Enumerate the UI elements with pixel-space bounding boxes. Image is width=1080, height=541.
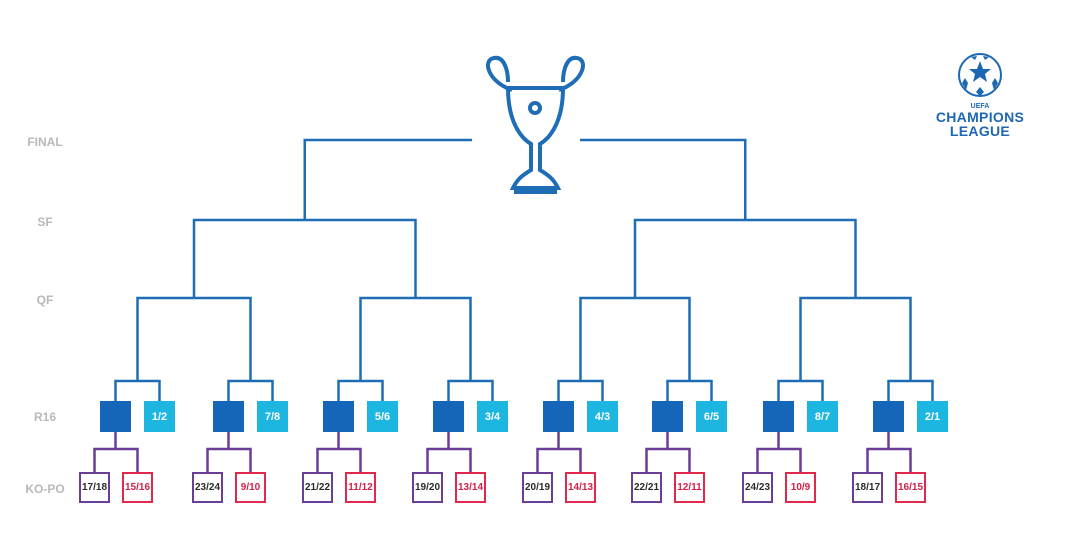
kopo-slot-seeded-2: 9/10: [235, 472, 266, 503]
qf-connector: [799, 296, 912, 381]
kopo-slot-unseeded-2: 23/24: [192, 472, 223, 503]
qf-connector: [359, 296, 472, 381]
kopo-connector: [426, 447, 472, 472]
qf-connector: [136, 296, 252, 381]
r16-slot-2: [213, 401, 244, 432]
kopo-slot-unseeded-5: 20/19: [522, 472, 553, 503]
r16-connector: [337, 379, 384, 401]
kopo-connector: [756, 447, 802, 472]
kopo-connector: [866, 447, 912, 472]
r16-seed-5: 4/3: [587, 401, 618, 432]
r16-seed-4: 3/4: [477, 401, 508, 432]
logo-line2: LEAGUE: [949, 123, 1011, 139]
kopo-slot-unseeded-8: 18/17: [852, 472, 883, 503]
r16-connector: [227, 379, 274, 401]
kopo-slot-unseeded-1: 17/18: [79, 472, 110, 503]
kopo-connector: [536, 447, 582, 472]
r16-slot-3: [323, 401, 354, 432]
kopo-slot-seeded-4: 13/14: [455, 472, 486, 503]
round-label-sf: SF: [37, 215, 53, 229]
r16-connector: [557, 379, 604, 401]
r16-slot-1: [100, 401, 131, 432]
sf-connector: [633, 218, 857, 298]
round-label-final: FINAL: [27, 135, 63, 149]
r16-connector: [777, 379, 824, 401]
kopo-connector: [93, 447, 139, 472]
kopo-slot-seeded-8: 16/15: [895, 472, 926, 503]
kopo-slot-seeded-7: 10/9: [785, 472, 816, 503]
r16-seed-6: 6/5: [696, 401, 727, 432]
champions-league-logo: UEFA CHAMPIONS LEAGUE: [920, 52, 1040, 138]
r16-seed-2: 7/8: [257, 401, 288, 432]
kopo-slot-seeded-5: 14/13: [565, 472, 596, 503]
logo-line1: CHAMPIONS: [935, 109, 1025, 125]
logo-uefa: UEFA: [970, 103, 990, 110]
r16-connector: [447, 379, 494, 401]
kopo-slot-unseeded-3: 21/22: [302, 472, 333, 503]
r16-slot-6: [652, 401, 683, 432]
trophy-icon: [486, 55, 585, 194]
r16-slot-8: [873, 401, 904, 432]
r16-seed-8: 2/1: [917, 401, 948, 432]
final-connector-right: [580, 138, 747, 220]
kopo-slot-unseeded-7: 24/23: [742, 472, 773, 503]
r16-seed-1: 1/2: [144, 401, 175, 432]
kopo-connector: [316, 447, 362, 472]
r16-slot-4: [433, 401, 464, 432]
starball-icon: [958, 53, 1002, 97]
sf-connector: [192, 218, 417, 298]
kopo-connector: [645, 447, 691, 472]
r16-connector: [887, 379, 934, 401]
r16-slot-7: [763, 401, 794, 432]
qf-connector: [579, 296, 691, 381]
r16-connector: [114, 379, 161, 401]
round-label-kopo: KO-PO: [25, 482, 65, 496]
kopo-slot-unseeded-4: 19/20: [412, 472, 443, 503]
kopo-slot-seeded-1: 15/16: [122, 472, 153, 503]
round-label-r16: R16: [33, 410, 56, 424]
round-label-qf: QF: [36, 293, 54, 307]
final-connector-left: [303, 138, 472, 220]
r16-slot-5: [543, 401, 574, 432]
kopo-slot-seeded-6: 12/11: [674, 472, 705, 503]
kopo-slot-unseeded-6: 22/21: [631, 472, 662, 503]
kopo-connector: [206, 447, 252, 472]
r16-seed-7: 8/7: [807, 401, 838, 432]
r16-seed-3: 5/6: [367, 401, 398, 432]
r16-connector: [666, 379, 713, 401]
kopo-slot-seeded-3: 11/12: [345, 472, 376, 503]
